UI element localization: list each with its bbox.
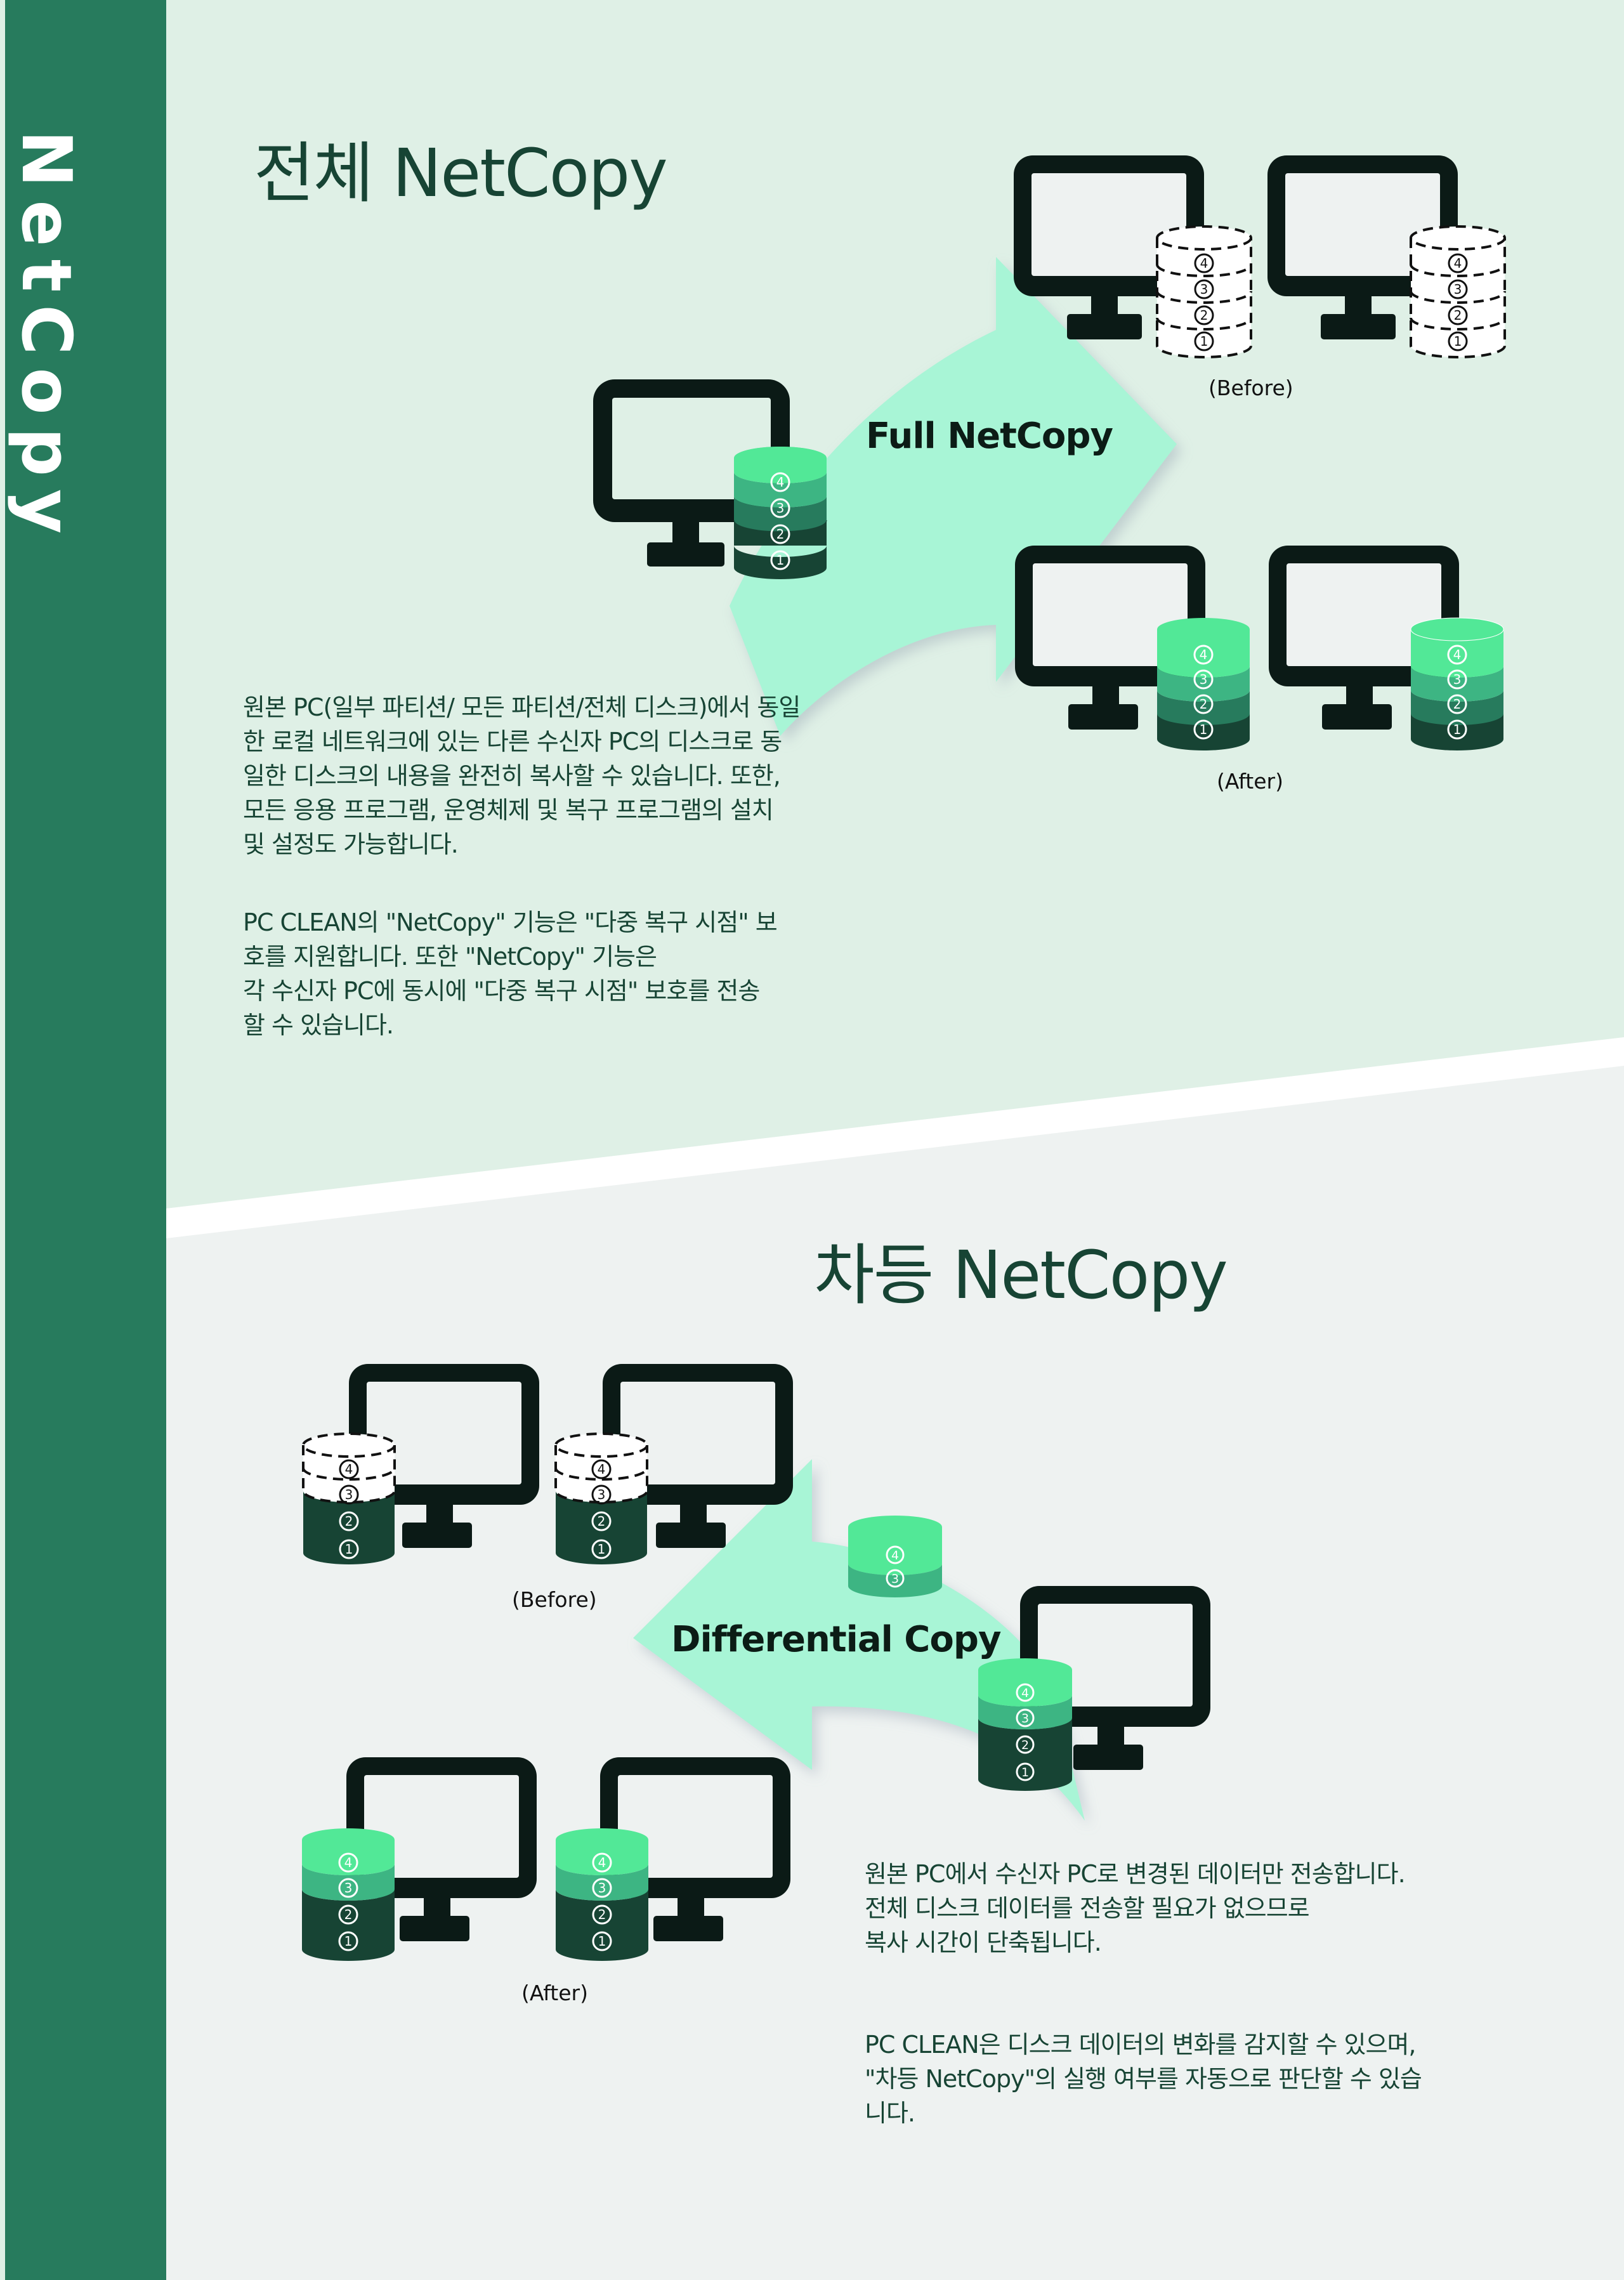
svg-text:2: 2 bbox=[1454, 308, 1462, 323]
disk-stack-icon: 4 3 2 1 bbox=[1410, 617, 1504, 750]
svg-text:2: 2 bbox=[776, 527, 785, 542]
svg-text:1: 1 bbox=[776, 553, 785, 568]
full-netcopy-arrow-label: Full NetCopy bbox=[866, 416, 1113, 457]
partial-disk-stack-icon: 4 3 2 1 bbox=[554, 1432, 648, 1564]
svg-text:3: 3 bbox=[1453, 672, 1462, 687]
svg-text:3: 3 bbox=[1454, 282, 1462, 297]
svg-text:4: 4 bbox=[598, 1855, 606, 1870]
svg-text:1: 1 bbox=[1021, 1766, 1029, 1779]
differential-copy-arrow-label: Differential Copy bbox=[671, 1619, 1001, 1660]
empty-disk-stack-icon: 4 3 2 1 bbox=[1156, 225, 1252, 358]
svg-text:4: 4 bbox=[1200, 647, 1208, 662]
monitor-icon bbox=[349, 1364, 539, 1548]
svg-text:1: 1 bbox=[1453, 722, 1462, 737]
svg-text:2: 2 bbox=[1453, 697, 1462, 712]
changed-data-disk-icon: 43 bbox=[848, 1516, 942, 1597]
svg-text:1: 1 bbox=[1200, 722, 1208, 737]
sidebar bbox=[5, 0, 166, 2280]
svg-text:1: 1 bbox=[598, 1934, 606, 1949]
svg-text:2: 2 bbox=[1200, 697, 1208, 712]
diff-source-pc: 4 3 2 1 bbox=[978, 1586, 1210, 1791]
full-netcopy-title: 전체 NetCopy bbox=[254, 134, 668, 212]
svg-text:2: 2 bbox=[345, 1514, 353, 1529]
full-before-caption: (Before) bbox=[1208, 376, 1293, 400]
full-after-caption: (After) bbox=[1217, 769, 1283, 794]
disk-stack-icon: 4 3 2 1 bbox=[978, 1658, 1072, 1791]
svg-text:3: 3 bbox=[776, 501, 785, 516]
svg-text:4: 4 bbox=[891, 1549, 899, 1563]
disk-stack-icon: 4 3 2 1 bbox=[733, 447, 827, 579]
svg-text:1: 1 bbox=[598, 1542, 606, 1557]
svg-text:3: 3 bbox=[344, 1880, 353, 1896]
svg-text:1: 1 bbox=[1200, 334, 1208, 349]
svg-text:3: 3 bbox=[598, 1880, 606, 1896]
svg-text:3: 3 bbox=[345, 1487, 353, 1502]
svg-text:4: 4 bbox=[1453, 647, 1462, 662]
diff-receiver-pcs-before: 4 3 2 1 4 3 2 1 bbox=[302, 1364, 793, 1564]
svg-text:4: 4 bbox=[345, 1462, 353, 1477]
partial-disk-stack-icon: 4 3 2 1 bbox=[302, 1432, 396, 1564]
full-netcopy-arrow bbox=[730, 257, 1177, 736]
svg-text:2: 2 bbox=[344, 1907, 353, 1922]
svg-text:4: 4 bbox=[1021, 1686, 1029, 1700]
monitor-icon bbox=[603, 1364, 793, 1548]
svg-text:3: 3 bbox=[1021, 1712, 1029, 1726]
svg-text:4: 4 bbox=[598, 1462, 606, 1477]
disk-stack-icon: 4 3 2 1 bbox=[302, 1828, 395, 1961]
svg-text:4: 4 bbox=[1200, 256, 1208, 271]
svg-text:3: 3 bbox=[891, 1572, 899, 1586]
differential-netcopy-auto-detect-note: PC CLEAN은 디스크 데이터의 변화를 감지할 수 있으며, "차등 Ne… bbox=[865, 2031, 1422, 2127]
receiver-pcs-after: 4 3 2 1 4 3 2 1 bbox=[1015, 546, 1504, 750]
svg-text:2: 2 bbox=[598, 1907, 606, 1922]
disk-stack-icon: 4 3 2 1 bbox=[556, 1828, 648, 1961]
disk-stack-icon: 4 3 2 1 bbox=[1157, 618, 1250, 750]
svg-text:3: 3 bbox=[1200, 672, 1208, 687]
svg-text:2: 2 bbox=[1200, 308, 1208, 323]
full-netcopy-multi-restore-note: PC CLEAN의 "NetCopy" 기능은 "다중 복구 시점" 보 호를 … bbox=[243, 908, 778, 1039]
receiver-pcs-before: 4 3 2 1 4 3 2 1 bbox=[1014, 155, 1506, 358]
diff-after-caption: (After) bbox=[521, 1981, 588, 2005]
svg-text:4: 4 bbox=[776, 475, 785, 490]
svg-text:2: 2 bbox=[598, 1514, 606, 1529]
differential-netcopy-title: 차등 NetCopy bbox=[814, 1236, 1228, 1314]
diff-receiver-pcs-after: 4 3 2 1 4 3 2 1 bbox=[302, 1757, 790, 1961]
svg-text:2: 2 bbox=[1021, 1738, 1029, 1752]
svg-text:4: 4 bbox=[1454, 256, 1462, 271]
svg-text:3: 3 bbox=[1200, 282, 1208, 297]
diff-before-caption: (Before) bbox=[512, 1587, 597, 1612]
svg-text:1: 1 bbox=[345, 1542, 353, 1557]
svg-text:1: 1 bbox=[1454, 334, 1462, 349]
svg-text:1: 1 bbox=[344, 1934, 353, 1949]
differential-copy-arrow bbox=[633, 1459, 1085, 1821]
full-netcopy-description: 원본 PC(일부 파티션/ 모든 파티션/전체 디스크)에서 동일 한 로컬 네… bbox=[243, 693, 801, 858]
svg-text:4: 4 bbox=[344, 1855, 353, 1870]
empty-disk-stack-icon: 4 3 2 1 bbox=[1410, 225, 1506, 358]
svg-text:3: 3 bbox=[598, 1487, 606, 1502]
differential-netcopy-description: 원본 PC에서 수신자 PC로 변경된 데이터만 전송합니다. 전체 디스크 데… bbox=[865, 1860, 1406, 1956]
sidebar-title: NetCopy bbox=[6, 130, 86, 547]
